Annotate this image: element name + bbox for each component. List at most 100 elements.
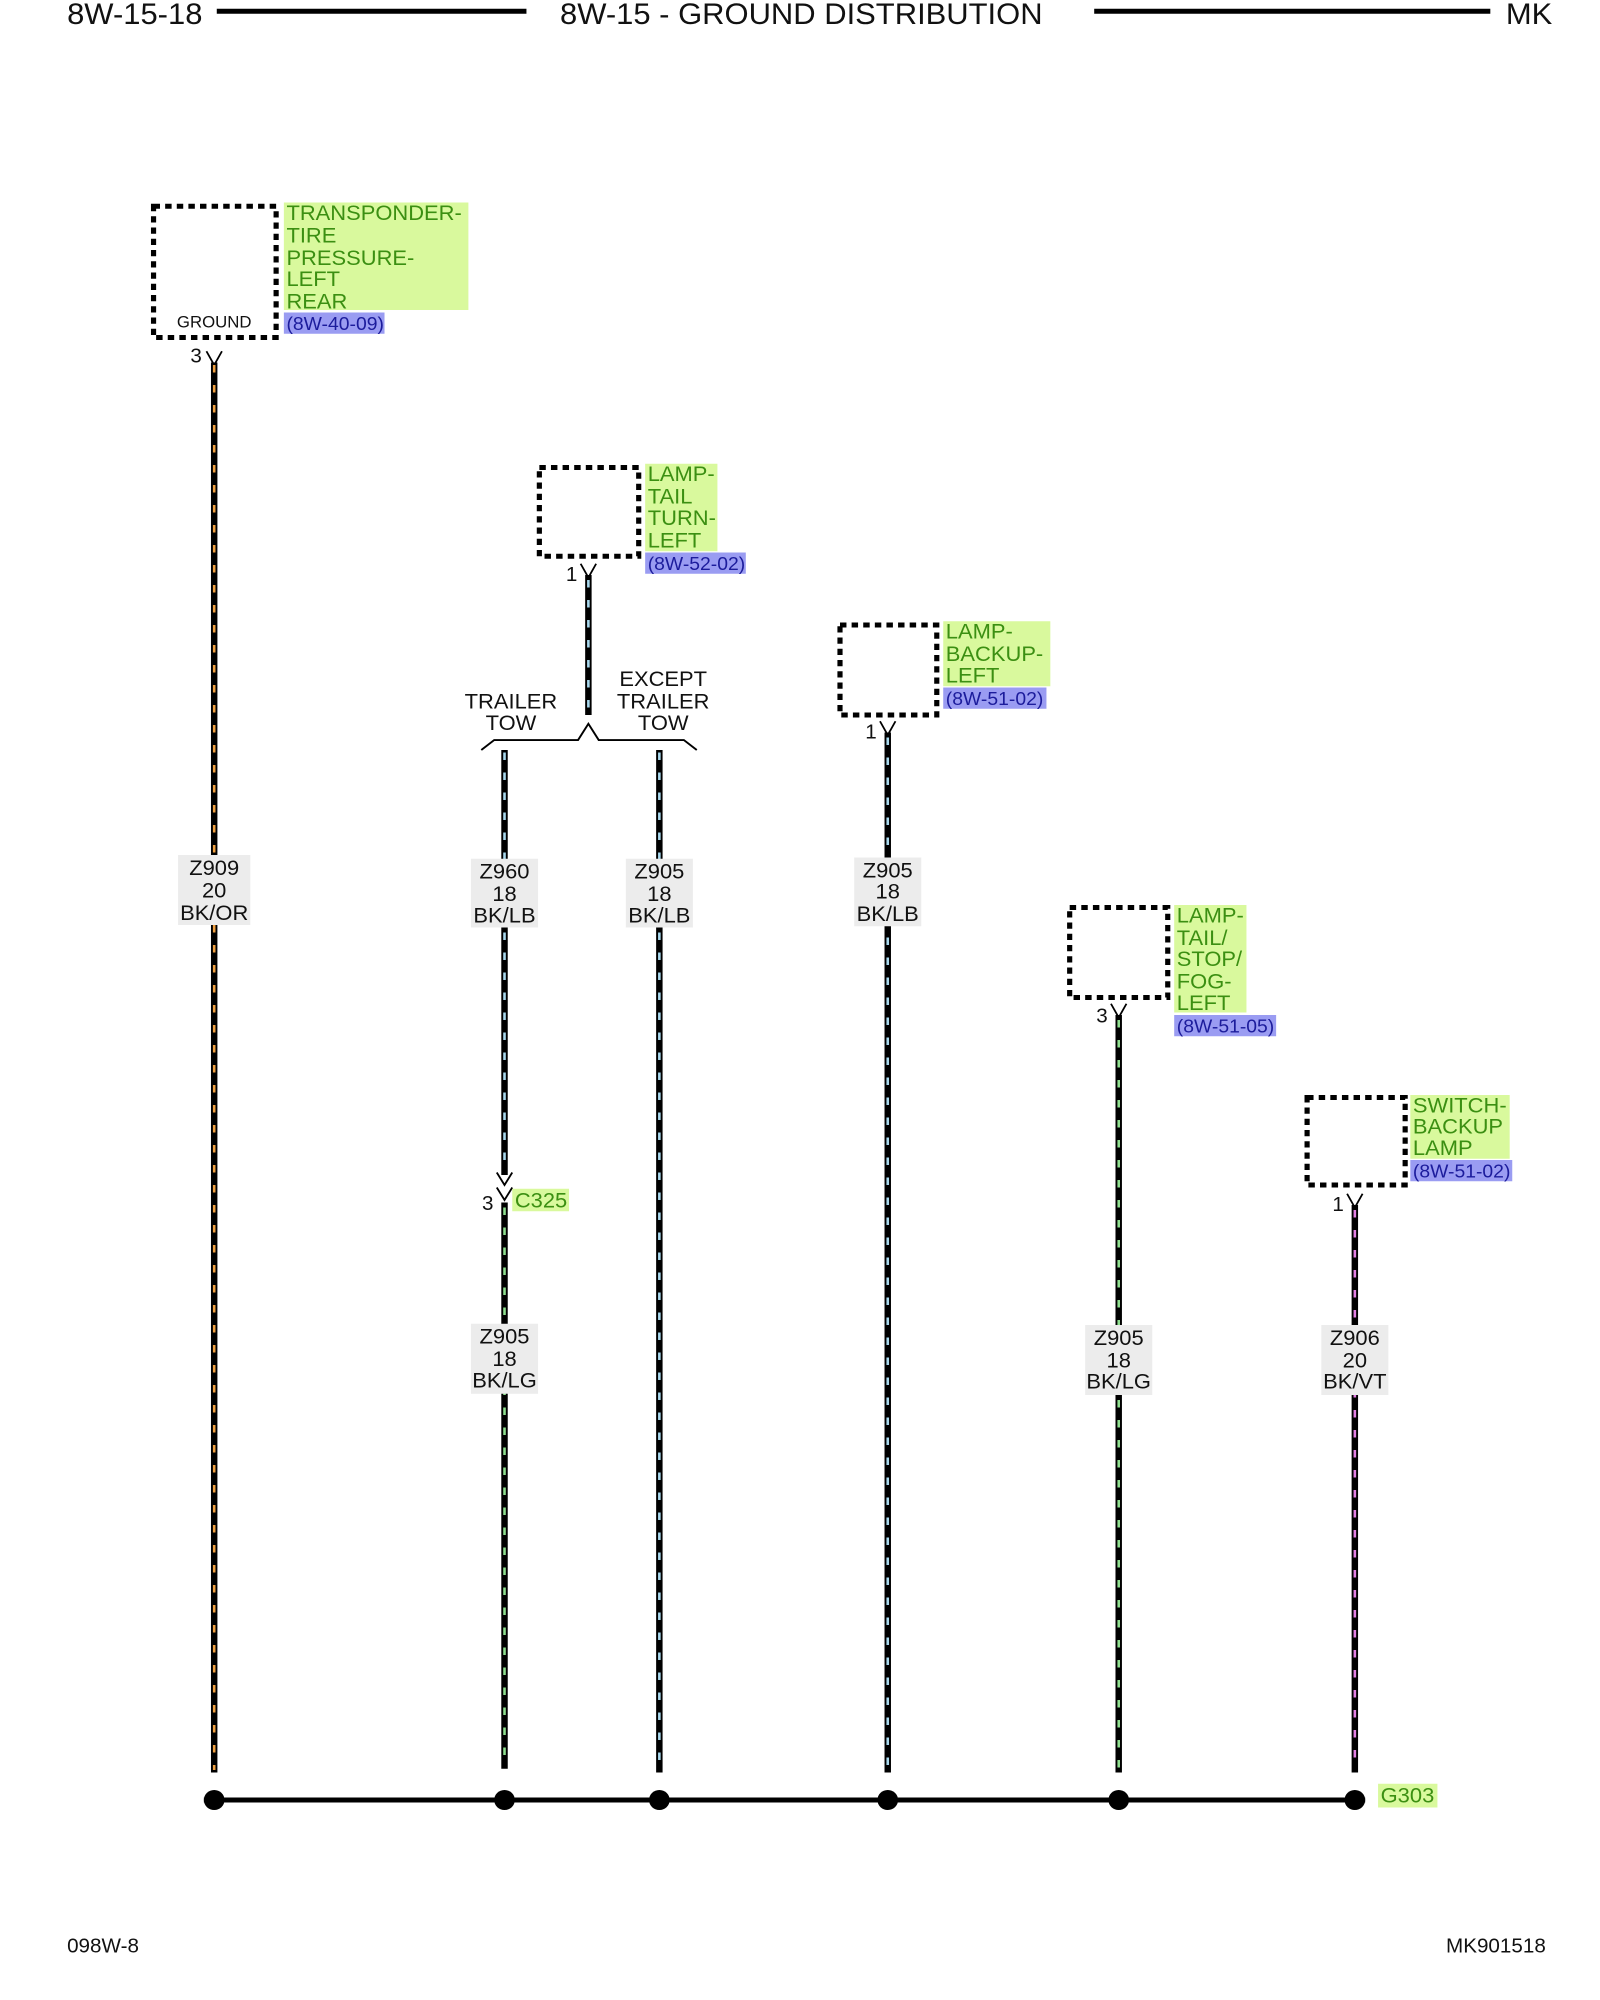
wire-color-code: BK/LG (472, 1368, 537, 1393)
page-code-top: 8W-15-18 (67, 0, 202, 31)
component-name-line: FOG- (1177, 969, 1232, 994)
wire-gauge: 20 (1343, 1348, 1367, 1373)
wire-z905-c325-ground: Z905 18 BK/LG (470, 1202, 539, 1769)
wire-z960: Z960 18 BK/LB (470, 750, 539, 1175)
ground-splice-dot-icon (494, 1790, 515, 1810)
model-code: MK (1506, 0, 1552, 31)
component-label-bg (1410, 1095, 1510, 1159)
wire-label-bg (1085, 1325, 1153, 1395)
wire-gauge: 18 (1107, 1348, 1131, 1373)
reference-bg (283, 312, 385, 334)
connector-female-icon (495, 1187, 514, 1202)
pin-number: 3 (1096, 1006, 1107, 1028)
page-reference: (8W-52-02) (648, 554, 745, 575)
page-reference: (8W-51-02) (946, 689, 1043, 710)
connector-c325: 3 C325 (482, 1172, 570, 1215)
component-name-line: LAMP- (1177, 903, 1244, 928)
page-reference: (8W-40-09) (286, 314, 383, 335)
page-footer: 098W-8 MK901518 (67, 1936, 1546, 1958)
ground-g303: G303 (203, 1783, 1438, 1810)
component-name-line: TURN- (648, 505, 716, 530)
wire-color-code: BK/LB (628, 903, 690, 928)
component-label-bg (645, 463, 718, 552)
page-reference: (8W-51-02) (1413, 1162, 1510, 1183)
pin-number: 1 (1332, 1195, 1343, 1217)
page-header: 8W-15-18 8W-15 - GROUND DISTRIBUTION MK (67, 0, 1552, 31)
wire-gauge: 20 (202, 878, 226, 903)
wire-gauge: 18 (647, 882, 671, 907)
pin-number: 1 (865, 722, 876, 744)
component-name-line: LEFT (1177, 990, 1231, 1015)
wire-color-code: BK/LB (473, 903, 535, 928)
wire-circuit: Z905 (863, 858, 913, 883)
component-name-line: TRANSPONDER- (286, 200, 461, 225)
connector-name: C325 (515, 1188, 567, 1213)
component-name-line: LEFT (648, 528, 702, 553)
option-except-trailer-tow-line: EXCEPT (619, 667, 707, 692)
component-name-line: LAMP- (648, 462, 715, 487)
ground-splice-dot-icon (1344, 1790, 1366, 1810)
option-trailer-tow-line: TRAILER (465, 689, 558, 714)
component-name-line: TIRE (286, 223, 336, 248)
component-name-line: BACKUP- (946, 642, 1043, 667)
ground-splice-dot-icon (1108, 1790, 1130, 1810)
ground-name: G303 (1381, 1783, 1435, 1808)
pin-number: 1 (566, 565, 577, 587)
component-name-line: LEFT (286, 267, 340, 292)
wire-circuit: Z960 (480, 859, 530, 884)
component-box (1067, 905, 1171, 1000)
component-lamp-tail-turn-left: LAMP- TAIL TURN- LEFT (8W-52-02) 1 (536, 462, 746, 587)
wire-label-bg (625, 858, 693, 928)
footer-page-code: 098W-8 (67, 1936, 139, 1958)
component-name-line: LAMP (1413, 1135, 1473, 1160)
reference-bg (1410, 1160, 1513, 1182)
component-name-line: BACKUP (1413, 1114, 1503, 1139)
wire-gauge: 18 (876, 879, 900, 904)
page-title: 8W-15 - GROUND DISTRIBUTION (560, 0, 1043, 31)
ground-splice-dot-icon (649, 1790, 670, 1810)
option-except-trailer-tow-line: TOW (638, 710, 689, 735)
wire-label-bg (178, 855, 251, 925)
reference-bg (943, 687, 1047, 709)
wire-label-bg (470, 858, 539, 928)
ground-splice-dot-icon (877, 1790, 899, 1810)
component-name-line: LAMP- (946, 619, 1013, 644)
component-name-line: LEFT (946, 663, 1000, 688)
option-bracket (480, 721, 698, 751)
component-name-line: STOP/ (1177, 947, 1242, 972)
option-except-trailer-tow-line: TRAILER (617, 689, 710, 714)
component-switch-backup-lamp: SWITCH- BACKUP LAMP (8W-51-02) 1 (1304, 1093, 1513, 1217)
component-label-bg (283, 202, 469, 310)
component-box (536, 465, 642, 559)
component-box (837, 622, 940, 718)
page-reference: (8W-51-05) (1177, 1017, 1274, 1038)
connector-male-icon (495, 1172, 514, 1187)
wire-gauge: 18 (492, 882, 516, 907)
wire-circuit: Z905 (1094, 1325, 1144, 1350)
component-lamp-tail-stop-fog-left: LAMP- TAIL/ STOP/ FOG- LEFT (8W-51-05) 3 (1067, 903, 1277, 1038)
wire-label-bg (854, 857, 922, 927)
component-inner-label: GROUND (177, 314, 252, 332)
footer-drawing-id: MK901518 (1446, 1936, 1546, 1958)
wire-color-code: BK/LB (857, 902, 919, 927)
wire-circuit: Z909 (189, 855, 239, 880)
component-name-line: PRESSURE- (286, 245, 414, 270)
ground-label-bg (1378, 1783, 1438, 1808)
wire-circuit: Z906 (1330, 1325, 1380, 1350)
wire-label-bg (470, 1323, 539, 1394)
ground-splice-dot-icon (203, 1790, 225, 1810)
connector-pin-number: 3 (482, 1193, 493, 1215)
wire-z905-except-trailer-tow: Z905 18 BK/LB (625, 750, 693, 1773)
component-name-line: SWITCH- (1413, 1093, 1507, 1118)
pin-number: 3 (190, 346, 201, 368)
connector-label-bg (512, 1188, 570, 1212)
wire-color-code: BK/LG (1086, 1369, 1151, 1394)
component-box (1304, 1095, 1408, 1188)
reference-bg (1174, 1015, 1277, 1037)
wire-circuit: Z905 (480, 1324, 530, 1349)
wire-label-bg (1321, 1325, 1389, 1395)
component-label-bg (1174, 905, 1247, 1013)
component-transponder-tire-pressure: GROUND TRANSPONDER- TIRE PRESSURE- LEFT … (150, 200, 469, 368)
component-name-line: REAR (286, 289, 347, 314)
